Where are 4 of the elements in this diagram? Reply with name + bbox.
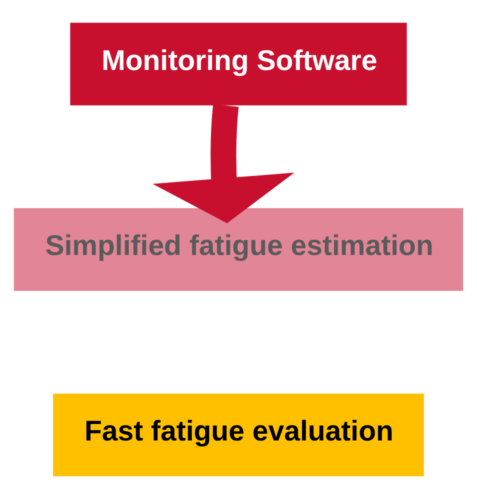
node-box: Simplified fatigue estimation xyxy=(14,208,464,290)
node-box: Monitoring Software xyxy=(70,22,407,105)
node-box: Fast fatigue evaluation xyxy=(53,393,424,476)
arrow xyxy=(152,104,294,223)
